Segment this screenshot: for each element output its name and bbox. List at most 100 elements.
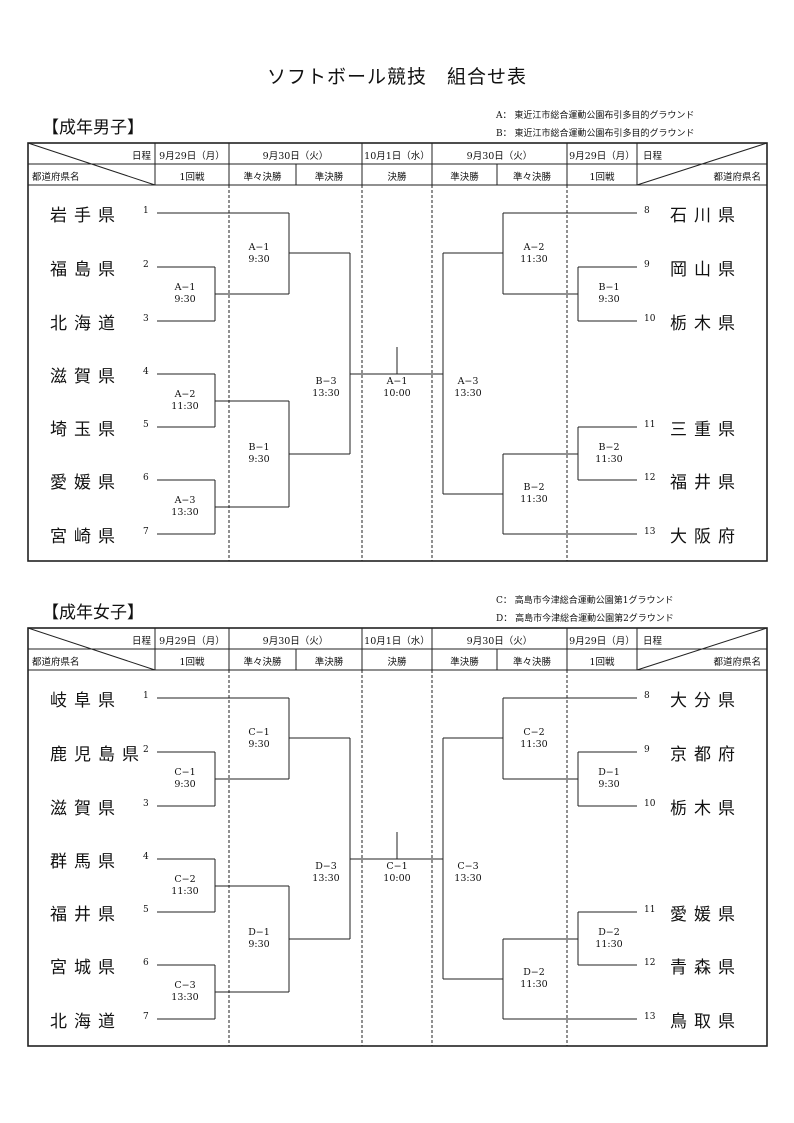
header-date: 日程 [131,636,151,647]
match-time: 10:00 [383,388,411,399]
header-round: 準決勝 [314,172,344,183]
header-round: 1回戦 [179,657,205,668]
match-id: D−2 [523,967,545,978]
seed-number: 7 [143,1012,149,1022]
team-name: 鳥取県 [670,1012,742,1032]
header-date: 9月30日（火） [262,151,329,162]
seed-number: 11 [644,420,656,430]
header-diagonal [27,627,156,671]
match-id: C−1 [386,861,408,872]
header-date: 10月1日（水） [364,636,430,647]
match-id: A−1 [248,242,270,253]
header-round: 都道府県名 [713,172,761,183]
header-round: 都道府県名 [32,657,80,668]
section-title: 【成年女子】 [42,603,144,623]
match-time: 11:30 [520,494,548,505]
team-name: 青森県 [670,958,742,978]
header-date: 日程 [131,151,151,162]
team-name: 宮城県 [50,958,122,978]
match-time: 11:30 [595,939,623,950]
match-time: 11:30 [171,401,199,412]
team-name: 滋賀県 [50,799,122,819]
seed-number: 9 [644,260,650,270]
header-diagonal [636,627,768,671]
team-name: 宮崎県 [50,527,122,547]
match-time: 9:30 [598,294,620,305]
header-date: 9月29日（月） [159,151,225,162]
bracket-frame [27,627,768,1047]
match-id: B−2 [523,482,545,493]
header-round: 1回戦 [179,172,205,183]
match-id: A−2 [523,242,545,253]
seed-number: 4 [143,852,149,862]
header-round: 準々決勝 [512,172,551,183]
seed-number: 5 [143,420,149,430]
seed-number: 13 [644,1012,656,1022]
header-round: 準々決勝 [243,172,282,183]
header-round: 準決勝 [314,657,344,668]
seed-number: 8 [644,691,650,701]
match-time: 9:30 [248,254,270,265]
header-round: 決勝 [387,172,407,183]
header-round: 準々決勝 [512,657,551,668]
seed-number: 11 [644,905,656,915]
seed-number: 3 [143,314,149,324]
match-time: 9:30 [174,779,196,790]
seed-number: 10 [644,314,656,324]
team-name: 群馬県 [50,852,122,872]
seed-number: 12 [644,473,656,483]
match-id: A−3 [174,495,196,506]
header-round: 決勝 [387,657,407,668]
match-id: B−2 [598,442,620,453]
seed-number: 6 [143,473,149,483]
header-diagonal [27,142,156,186]
header-date: 9月30日（火） [466,151,533,162]
team-name: 埼玉県 [50,420,122,440]
team-name: 福島県 [50,260,122,280]
team-name: 三重県 [670,420,742,440]
venue-note: D： 高島市今津総合運動公園第2グラウンド [496,614,674,624]
header-date: 9月29日（月） [569,636,635,647]
match-id: B−3 [315,376,337,387]
match-id: A−1 [174,282,196,293]
section-title: 【成年男子】 [42,118,144,138]
match-time: 13:30 [454,388,482,399]
header-date: 9月30日（火） [262,636,329,647]
venue-note: A： 東近江市総合運動公園布引多目的グラウンド [496,111,695,121]
header-date: 10月1日（水） [364,151,430,162]
seed-number: 7 [143,527,149,537]
seed-number: 2 [143,745,149,755]
team-name: 大阪府 [670,527,742,547]
seed-number: 4 [143,367,149,377]
team-name: 愛媛県 [50,473,122,493]
match-time: 10:00 [383,873,411,884]
header-round: 準決勝 [450,172,479,183]
match-time: 9:30 [248,739,270,750]
match-id: B−1 [598,282,620,293]
match-id: C−3 [457,861,479,872]
header-date: 日程 [643,151,663,162]
match-id: C−2 [523,727,545,738]
match-id: D−1 [248,927,270,938]
header-round: 1回戦 [589,657,615,668]
match-time: 13:30 [171,507,199,518]
team-name: 栃木県 [670,314,742,334]
team-name: 岩手県 [50,206,122,226]
match-time: 13:30 [454,873,482,884]
match-id: D−3 [315,861,337,872]
match-time: 9:30 [174,294,196,305]
team-name: 滋賀県 [50,367,122,387]
match-time: 9:30 [248,939,270,950]
